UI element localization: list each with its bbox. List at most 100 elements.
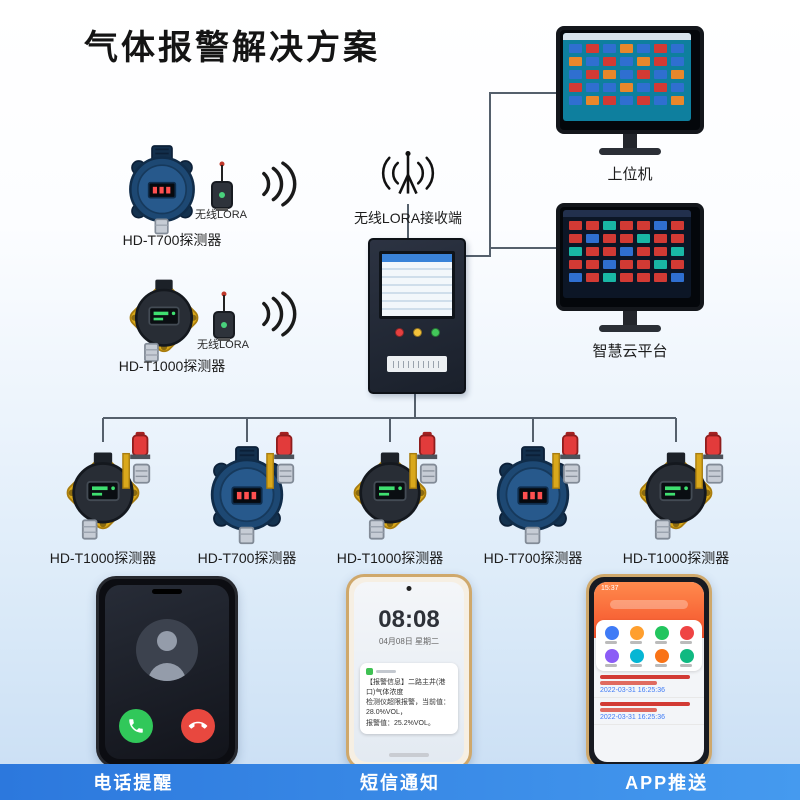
call-screen [105, 585, 229, 759]
screen-header-bar [563, 210, 691, 217]
feature-icon [679, 626, 694, 640]
detector-label: HD-T1000探测器 [118, 358, 226, 374]
feature-label [679, 641, 692, 644]
detector-label: HD-T700探测器 [122, 232, 222, 248]
status-bar-time: 15:37 [601, 585, 619, 592]
feature-label [629, 641, 642, 644]
controller-status-leds [370, 328, 464, 337]
monitor-base [599, 148, 661, 155]
app-search-bar[interactable] [610, 600, 688, 609]
answer-call-button[interactable] [119, 709, 153, 743]
app-feature-item[interactable] [654, 649, 669, 667]
monitor-frame [556, 203, 704, 311]
lora-module-icon [206, 160, 238, 212]
footer-bar: 电话提醒 短信通知 APP推送 [0, 764, 800, 800]
cloud-monitor-screen [563, 210, 691, 298]
phone-sms-alert: 08:08 04月08日 星期二 【报警信息】二路主井(港口)气体浓度 检测仪超… [346, 574, 472, 770]
phone-icon [127, 717, 145, 735]
caller-avatar [136, 619, 198, 681]
lora-antenna-icon [374, 144, 442, 204]
wired-detector-1 [48, 436, 158, 546]
cloud-monitor-label: 智慧云平台 [592, 343, 668, 360]
wired-detector-2 [192, 436, 302, 546]
home-indicator [389, 753, 429, 757]
app-feature-item[interactable] [629, 649, 644, 667]
feature-icon [604, 626, 619, 640]
controller-screen-rows [382, 262, 452, 316]
alarm-controller-cabinet [368, 238, 466, 394]
controller-brand-plate [387, 356, 447, 372]
sms-card-header [366, 668, 452, 675]
led-power [430, 328, 440, 337]
sms-text-line: 检测仪超限报警，当前值：28.0%VOL， [366, 699, 450, 717]
feature-icon [679, 649, 694, 663]
alarm-beacon-icon [266, 430, 306, 490]
phone-call-alert [96, 576, 238, 768]
app-feature-item[interactable] [604, 649, 619, 667]
feature-label [654, 664, 667, 667]
alarm-text-bar [600, 702, 691, 706]
decline-call-button[interactable] [181, 709, 215, 743]
feature-label [604, 641, 617, 644]
lora-module-label: 无线LORA [195, 209, 247, 221]
message-app-name [376, 670, 396, 673]
footer-item-call: 电话提醒 [93, 773, 174, 793]
wired-detector-5 [621, 436, 731, 546]
controller-screen-header [382, 254, 452, 262]
app-feature-item[interactable] [629, 626, 644, 644]
feature-icon [654, 649, 669, 663]
alarm-text-bar [600, 708, 657, 712]
phone-hangup-icon [185, 713, 210, 738]
controller-screen [379, 251, 455, 319]
wired-detector-3 [335, 436, 445, 546]
sms-screen: 08:08 04月08日 星期二 【报警信息】二路主井(港口)气体浓度 检测仪超… [354, 582, 464, 762]
wired-detector-4 [478, 436, 588, 546]
detector-label: HD-T1000探测器 [336, 550, 444, 566]
alarm-record-row[interactable]: 2022-03-31 16:25:36 [594, 698, 704, 725]
page-title: 气体报警解决方案 [84, 29, 380, 67]
feature-icon [604, 649, 619, 663]
lora-module-icon [208, 290, 240, 342]
led-alarm [394, 328, 404, 337]
call-actions [105, 709, 229, 743]
sms-text-line: 【报警信息】二路主井(港口)气体浓度 [366, 679, 446, 697]
monitor-frame [556, 26, 704, 134]
feature-label [629, 664, 642, 667]
lockscreen-date: 04月08日 星期二 [378, 637, 440, 646]
app-feature-item[interactable] [654, 626, 669, 644]
led-fault [412, 328, 422, 337]
wireless-signal-icon [250, 158, 302, 210]
message-app-icon [366, 668, 373, 675]
lockscreen-time: 08:08 [378, 606, 440, 633]
monitor-stand [623, 134, 637, 148]
alarm-tile-grid [569, 44, 582, 53]
feature-icon [629, 626, 644, 640]
camera-dot [406, 586, 412, 591]
lora-module-label: 无线LORA [197, 339, 249, 351]
monitor-stand [623, 311, 637, 325]
feature-label [654, 641, 667, 644]
feature-label [604, 664, 617, 667]
detector-label: HD-T700探测器 [483, 550, 583, 566]
footer-item-sms: 短信通知 [360, 773, 440, 793]
app-feature-item[interactable] [604, 626, 619, 644]
sms-notification-card[interactable]: 【报警信息】二路主井(港口)气体浓度 检测仪超限报警，当前值：28.0%VOL，… [360, 663, 458, 734]
host-monitor-label: 上位机 [607, 166, 653, 183]
app-feature-item[interactable] [679, 626, 694, 644]
alarm-beacon-icon [552, 430, 592, 490]
dashboard-tile-grid [569, 221, 582, 230]
alarm-record-row[interactable]: 2022-03-31 16:25:36 [594, 671, 704, 698]
alarm-record-time: 2022-03-31 16:25:36 [600, 714, 665, 721]
monitor-base [599, 325, 661, 332]
host-monitor: 上位机 [550, 26, 710, 184]
app-screen: 15:37 2022-03-31 16:25:36 [594, 582, 704, 762]
app-feature-item[interactable] [679, 649, 694, 667]
speaker-notch [152, 589, 182, 594]
alarm-beacon-icon [695, 430, 735, 490]
lora-receiver-label: 无线LORA接收端 [353, 210, 463, 226]
footer-item-app: APP推送 [625, 773, 709, 793]
feature-label [679, 664, 692, 667]
detector-label: HD-T1000探测器 [49, 550, 157, 566]
wireless-signal-icon [250, 288, 302, 340]
